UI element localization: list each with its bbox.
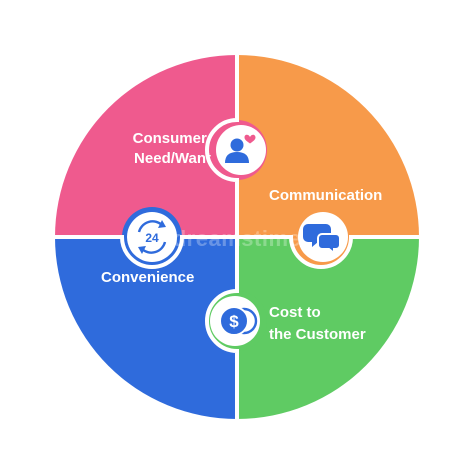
label-consumer-need: Consumer Need/Want	[133, 130, 211, 167]
separator-horizontal-right	[237, 235, 434, 269]
separator-vertical-bottom	[205, 237, 239, 434]
label-convenience: Convenience	[101, 269, 194, 286]
separator-vertical-top	[205, 40, 239, 237]
24-hours-icon: 24	[127, 212, 177, 262]
quadrant-convenience	[55, 237, 237, 419]
svg-text:$: $	[229, 312, 239, 331]
separator-horizontal-left	[40, 235, 237, 269]
dollar-coins-icon: $	[210, 296, 260, 346]
label-communication: Communication	[269, 187, 382, 204]
label-cost-to-customer: Cost to the Customer	[269, 304, 366, 343]
quadrant-communication	[237, 55, 419, 237]
24-hours-number: 24	[145, 231, 159, 245]
speech-bubbles-icon	[298, 212, 348, 262]
consumer-need-icon	[216, 125, 266, 175]
watermark: dreamstime	[173, 226, 302, 251]
